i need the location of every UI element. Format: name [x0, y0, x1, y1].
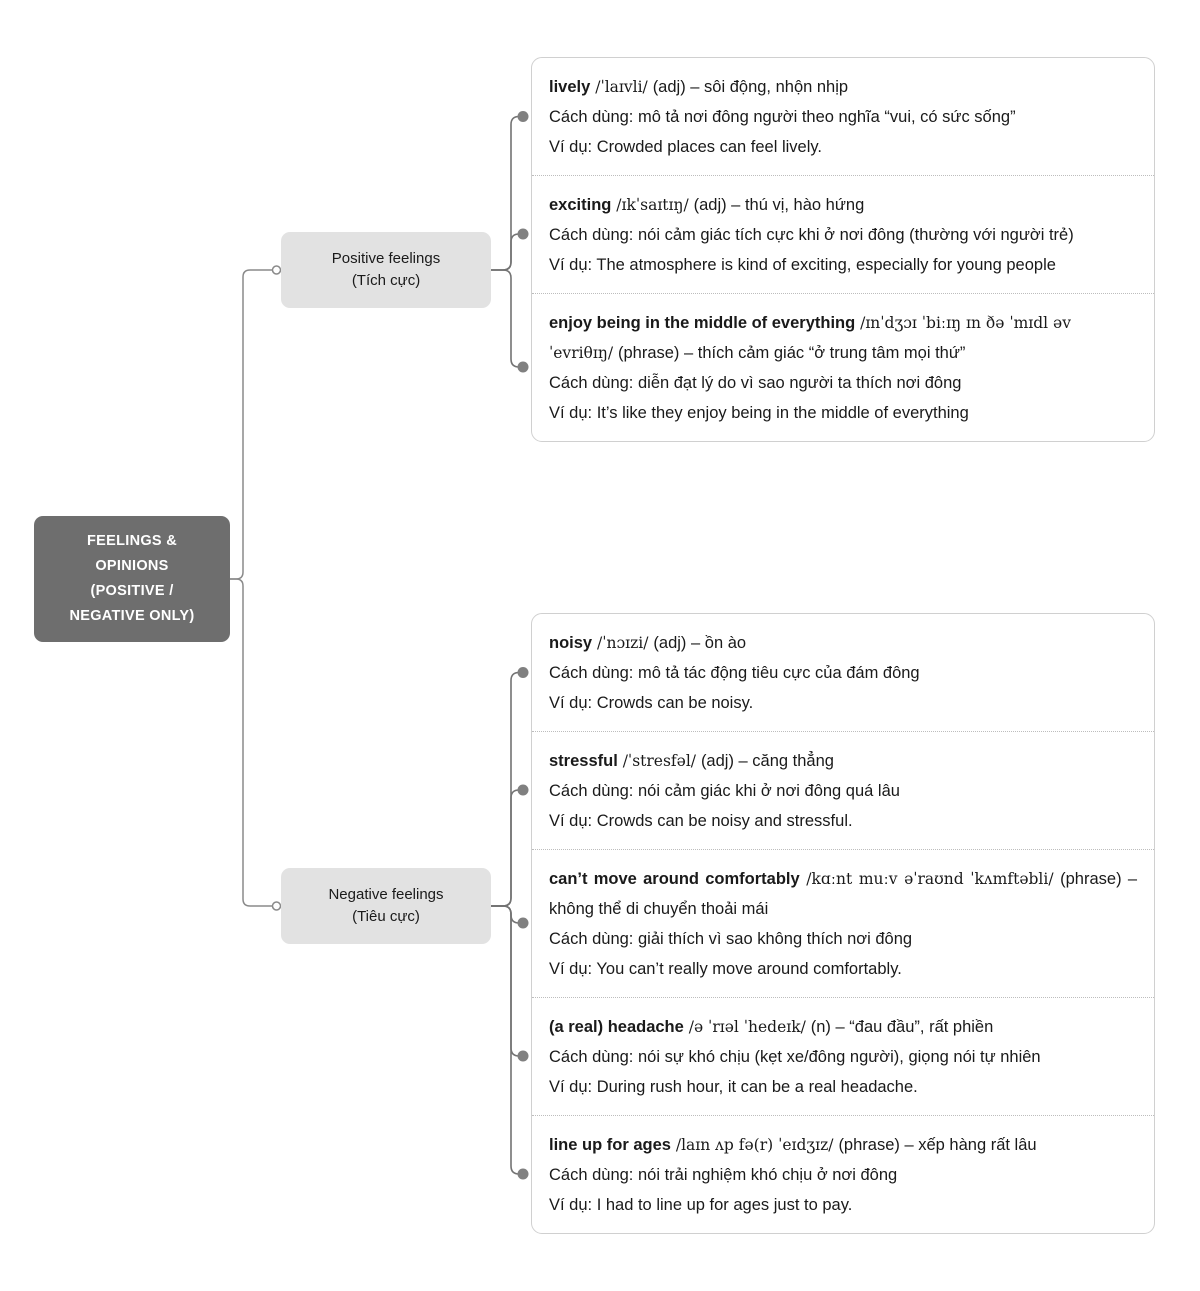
branch-connector-ring — [271, 265, 282, 275]
entry-ipa: /ˈlaɪvli/ — [590, 78, 653, 96]
entry-example: Ví dụ: Crowds can be noisy and stressful… — [549, 812, 853, 830]
connector — [230, 269, 275, 580]
root-line-3: NEGATIVE ONLY) — [69, 608, 195, 624]
entry-term: exciting — [549, 196, 612, 214]
entry-usage: Cách dùng: nói cảm giác khi ở nơi đông q… — [549, 782, 900, 800]
entry-connector-dot — [517, 784, 529, 796]
entry-term: stressful — [549, 752, 618, 770]
entry-example: Ví dụ: The atmosphere is kind of excitin… — [549, 256, 1056, 274]
root-line-1: OPINIONS — [95, 558, 169, 574]
branch-node-positive[interactable]: Positive feelings (Tích cực) — [281, 232, 491, 308]
entry-usage: Cách dùng: nói sự khó chịu (kẹt xe/đông … — [549, 1048, 1041, 1066]
connector — [230, 578, 275, 907]
entry-example: Ví dụ: You can’t really move around comf… — [549, 960, 902, 978]
entry-usage: Cách dùng: mô tả nơi đông người theo ngh… — [549, 108, 1016, 126]
entry-example: Ví dụ: Crowded places can feel lively. — [549, 138, 822, 156]
connector — [491, 233, 521, 271]
entry-usage: Cách dùng: nói trải nghiệm khó chịu ở nơ… — [549, 1166, 898, 1184]
branch-title-negative: Negative feelings — [328, 886, 444, 903]
entry-term: noisy — [549, 634, 593, 652]
root-line-2: (POSITIVE / — [90, 583, 174, 599]
entry-ipa: /ɪnˈdʒɔɪ ˈbiːɪŋ ɪn ðə ˈmɪdl əv ˈevriθɪŋ/ — [549, 314, 1071, 362]
entry-meaning: (n) – “đau đầu”, rất phiền — [810, 1018, 994, 1036]
entry-headline: enjoy being in the middle of everything … — [549, 308, 1137, 368]
entry-headline: lively /ˈlaɪvli/ (adj) – sôi động, nhộn … — [549, 72, 1137, 102]
branch-connector-ring — [271, 901, 282, 911]
card-group-positive: lively /ˈlaɪvli/ (adj) – sôi động, nhộn … — [531, 57, 1155, 442]
connector — [491, 115, 521, 271]
entry-ipa: /ə ˈrɪəl ˈhedeɪk/ — [683, 1018, 811, 1036]
entry-headline: (a real) headache /ə ˈrɪəl ˈhedeɪk/ (n) … — [549, 1012, 1137, 1042]
entry-meaning: (adj) – thú vị, hào hứng — [693, 196, 865, 214]
entry-ipa: /ˈstresfəl/ — [617, 752, 701, 770]
root-line-0: FEELINGS & — [86, 533, 177, 549]
entry-usage: Cách dùng: nói cảm giác tích cực khi ở n… — [549, 226, 1074, 244]
vocab-entry[interactable]: exciting /ɪkˈsaɪtɪŋ/ (adj) – thú vị, hào… — [532, 175, 1154, 293]
vocab-entry[interactable]: lively /ˈlaɪvli/ (adj) – sôi động, nhộn … — [532, 58, 1154, 175]
entry-example: Ví dụ: Crowds can be noisy. — [549, 694, 754, 712]
root-node[interactable]: FEELINGS & OPINIONS (POSITIVE / NEGATIVE ON… — [34, 516, 230, 642]
entry-headline: exciting /ɪkˈsaɪtɪŋ/ (adj) – thú vị, hào… — [549, 190, 1137, 220]
entry-headline: stressful /ˈstresfəl/ (adj) – căng thẳng — [549, 746, 1137, 776]
entry-example: Ví dụ: I had to line up for ages just to… — [549, 1196, 853, 1214]
vocab-entry[interactable]: line up for ages /laɪn ʌp fə(r) ˈeɪdʒɪz/… — [532, 1115, 1154, 1233]
entry-connector-dot — [517, 111, 529, 122]
entry-headline: noisy /ˈnɔɪzi/ (adj) – ồn ào — [549, 628, 1137, 658]
entry-connector-dot — [517, 1050, 529, 1062]
connector — [491, 905, 521, 1057]
connector — [491, 905, 521, 924]
vocab-entry[interactable]: enjoy being in the middle of everything … — [532, 293, 1154, 441]
branch-subtitle-positive: (Tích cực) — [351, 272, 421, 289]
entry-connector-dot — [517, 361, 529, 373]
entry-meaning: (phrase) – thích cảm giác “ở trung tâm m… — [617, 344, 966, 362]
entry-connector-dot — [517, 228, 529, 240]
branch-subtitle-negative: (Tiêu cực) — [352, 908, 420, 925]
entry-ipa: /laɪn ʌp fə(r) ˈeɪdʒɪz/ — [670, 1136, 839, 1154]
entry-usage: Cách dùng: diễn đạt lý do vì sao người t… — [549, 374, 962, 392]
vocab-entry[interactable]: (a real) headache /ə ˈrɪəl ˈhedeɪk/ (n) … — [532, 997, 1154, 1115]
entry-ipa: /ˈnɔɪzi/ — [592, 634, 654, 652]
entry-ipa: /kɑːnt muːv əˈraʊnd ˈkʌmftəbli/ — [799, 870, 1061, 888]
entry-meaning: (phrase) – không thể di chuyển thoải mái — [549, 870, 1137, 918]
entry-meaning: (phrase) – xếp hàng rất lâu — [838, 1136, 1037, 1154]
entry-meaning: (adj) – sôi động, nhộn nhịp — [652, 78, 849, 96]
entry-meaning: (adj) – căng thẳng — [700, 752, 834, 770]
entry-term: lively — [549, 78, 591, 96]
connector — [491, 671, 521, 907]
entry-connector-dot — [517, 1168, 529, 1180]
entry-meaning: (adj) – ồn ào — [653, 634, 747, 652]
vocab-entry[interactable]: can’t move around comfortably /kɑːnt muː… — [532, 849, 1154, 997]
connector — [491, 269, 521, 368]
entry-term: line up for ages — [549, 1136, 671, 1154]
entry-headline: line up for ages /laɪn ʌp fə(r) ˈeɪdʒɪz/… — [549, 1130, 1137, 1160]
branch-title-positive: Positive feelings — [331, 250, 441, 267]
entry-term: can’t move around comfortably — [549, 870, 800, 888]
branch-node-negative[interactable]: Negative feelings (Tiêu cực) — [281, 868, 491, 944]
connector — [491, 789, 521, 907]
entry-term: (a real) headache — [549, 1018, 684, 1036]
entry-usage: Cách dùng: mô tả tác động tiêu cực của đ… — [549, 664, 920, 682]
vocab-entry[interactable]: noisy /ˈnɔɪzi/ (adj) – ồn ào Cách dùng: m… — [532, 614, 1154, 731]
entry-usage: Cách dùng: giải thích vì sao không thích… — [549, 930, 913, 948]
card-group-negative: noisy /ˈnɔɪzi/ (adj) – ồn ào Cách dùng: m… — [531, 613, 1155, 1234]
entry-ipa: /ɪkˈsaɪtɪŋ/ — [611, 196, 694, 214]
entry-connector-dot — [517, 917, 529, 929]
entry-headline: can’t move around comfortably /kɑːnt muː… — [549, 864, 1137, 924]
connector — [491, 905, 521, 1175]
vocab-entry[interactable]: stressful /ˈstresfəl/ (adj) – căng thẳng… — [532, 731, 1154, 849]
entry-example: Ví dụ: During rush hour, it can be a rea… — [549, 1078, 918, 1096]
entry-connector-dot — [517, 667, 529, 678]
entry-term: enjoy being in the middle of everything — [549, 314, 856, 332]
entry-example: Ví dụ: It’s like they enjoy being in the… — [549, 404, 969, 422]
